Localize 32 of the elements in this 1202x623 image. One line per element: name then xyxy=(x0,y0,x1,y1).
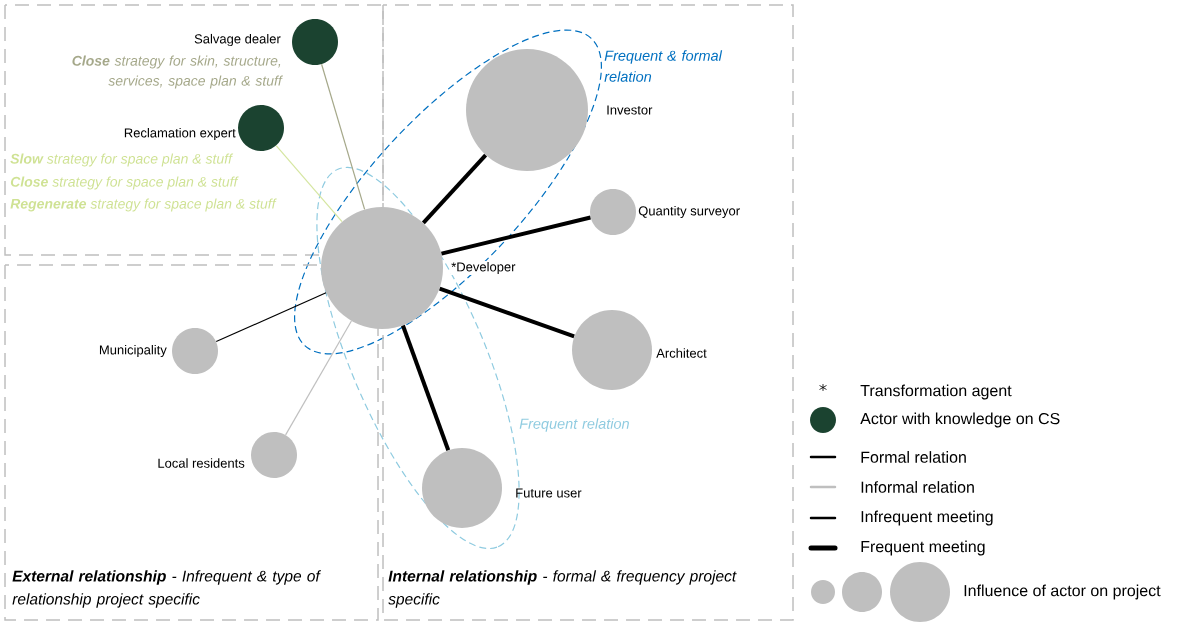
ellipse-label: Frequent relation xyxy=(519,418,629,432)
strategy-note: Slow strategy for space plan & stuff xyxy=(10,153,234,167)
actor-label: Investor xyxy=(607,105,653,115)
region-caption: Internal relationship - formal & frequency project specific xyxy=(388,570,737,608)
legend-label: Informal relation xyxy=(861,481,974,493)
connector-line xyxy=(421,153,488,225)
connector-line xyxy=(401,324,451,451)
actor-label: Reclamation expert xyxy=(124,127,236,141)
connector-line xyxy=(285,320,352,436)
actor-label: Salvage dealer xyxy=(194,33,281,47)
connector-line xyxy=(275,144,343,223)
connector-line xyxy=(215,292,327,343)
legend-label: Actor with knowledge on CS xyxy=(860,412,1060,428)
legend-label: Transformation agent xyxy=(860,384,1012,400)
actor-label: Quantity surveyor xyxy=(638,205,740,219)
actor-label: Municipality xyxy=(99,344,167,358)
legend-label: Influence of actor on project xyxy=(964,584,1161,600)
actor-label: Local residents xyxy=(158,458,245,468)
legend-label: Infrequent meeting xyxy=(861,510,993,526)
actor-label: Architect xyxy=(656,348,707,358)
legend-label: Formal relation xyxy=(861,451,966,463)
strategy-note: Close strategy for space plan & stuff xyxy=(10,176,239,190)
strategy-note: Close strategy for skin, structure, services, space plan & stuff xyxy=(72,55,283,89)
strategy-note: Regenerate strategy for space plan & stuff xyxy=(10,198,277,212)
legend-label: Frequent meeting xyxy=(861,540,985,556)
ellipse-label: Frequent & formal relation xyxy=(604,50,723,82)
actor-label: Future user xyxy=(516,488,582,498)
connector-line xyxy=(321,63,366,210)
connector-line xyxy=(441,215,591,256)
region-caption: External relationship - Infrequent & type of relationship project specific xyxy=(12,570,322,608)
actor-label: *Developer xyxy=(450,260,517,276)
connector-line xyxy=(438,286,575,339)
